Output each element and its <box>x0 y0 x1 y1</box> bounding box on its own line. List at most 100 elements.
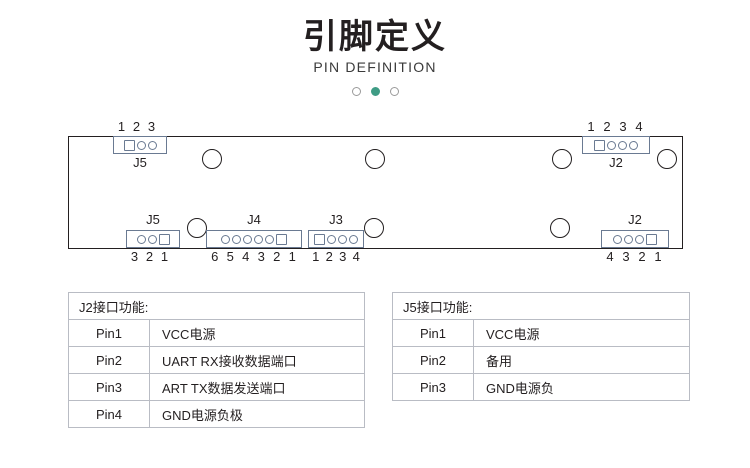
carousel-dot-3[interactable] <box>389 87 399 96</box>
mounting-hole-top-center <box>365 149 385 169</box>
mounting-hole-bottom-right <box>550 218 570 238</box>
pin-number: 6 <box>211 249 219 264</box>
connector-j4-bottom-label: J4 <box>247 212 261 227</box>
pin-number: 4 <box>606 249 614 264</box>
j2-function-table: J2接口功能: Pin1 VCC电源 Pin2 UART RX接收数据端口 Pi… <box>68 292 365 428</box>
connector-j5-top[interactable] <box>113 136 167 154</box>
connector-j2-top[interactable] <box>582 136 650 154</box>
pin-3 <box>254 234 263 244</box>
pin-5 <box>232 234 241 244</box>
mounting-hole-top-left <box>202 149 222 169</box>
pin-1-square <box>123 139 135 151</box>
table-row: Pin4 GND电源负极 <box>68 400 365 428</box>
pin-number: 3 <box>619 119 627 134</box>
pin-number: 4 <box>242 249 250 264</box>
pin-2 <box>265 234 274 244</box>
pin-2 <box>607 140 616 150</box>
mounting-hole-bottom-center <box>364 218 384 238</box>
pin-description: VCC电源 <box>149 319 365 347</box>
connector-j5-bottom[interactable] <box>126 230 180 248</box>
pin-4 <box>613 234 622 244</box>
pin-number: 2 <box>638 249 646 264</box>
pin-number: 2 <box>132 119 141 134</box>
pin-1-square <box>276 233 287 245</box>
pin-number: 1 <box>654 249 662 264</box>
j5-function-table: J5接口功能: Pin1 VCC电源 Pin2 备用 Pin3 GND电源负 <box>392 292 690 401</box>
connector-j2-top-label: J2 <box>609 155 623 170</box>
pin-3 <box>147 140 157 150</box>
table-row: Pin1 VCC电源 <box>392 319 690 347</box>
pin-description: GND电源负 <box>473 373 690 401</box>
connector-j3-bottom[interactable] <box>308 230 364 248</box>
pin-description: GND电源负极 <box>149 400 365 428</box>
j5-table-header: J5接口功能: <box>392 292 690 320</box>
connector-j3-bottom-label: J3 <box>329 212 343 227</box>
pin-6 <box>221 234 230 244</box>
pin-number: 3 <box>147 119 156 134</box>
pin-2 <box>136 140 146 150</box>
connector-j5-top-label: J5 <box>133 155 147 170</box>
table-header-row: J2接口功能: <box>68 292 365 320</box>
pin-label: Pin3 <box>68 373 150 401</box>
pin-4 <box>629 140 638 150</box>
pin-number: 5 <box>226 249 234 264</box>
pin-number: 1 <box>288 249 296 264</box>
page-title-english: PIN DEFINITION <box>313 59 437 75</box>
pin-1-square <box>594 139 605 151</box>
pin-number: 1 <box>117 119 126 134</box>
table-row: Pin3 ART TX数据发送端口 <box>68 373 365 401</box>
pin-number: 4 <box>352 249 360 264</box>
pin-description: VCC电源 <box>473 319 690 347</box>
j5-bottom-pin-numbers: 3 2 1 <box>127 250 179 264</box>
mounting-hole-top-right <box>552 149 572 169</box>
carousel-dot-1[interactable] <box>351 87 361 96</box>
pin-label: Pin2 <box>392 346 474 374</box>
j3-bottom-pin-numbers: 1 2 3 4 <box>309 250 363 264</box>
table-header-row: J5接口功能: <box>392 292 690 320</box>
pin-2 <box>327 234 336 244</box>
pin-label: Pin1 <box>392 319 474 347</box>
pin-description: ART TX数据发送端口 <box>149 373 365 401</box>
pin-description: UART RX接收数据端口 <box>149 346 365 374</box>
table-row: Pin2 备用 <box>392 346 690 374</box>
j2-table-header: J2接口功能: <box>68 292 365 320</box>
pin-number: 3 <box>257 249 265 264</box>
pin-3 <box>338 234 347 244</box>
mounting-hole-top-far-right <box>657 149 677 169</box>
pin-number: 2 <box>145 249 154 264</box>
pin-1-square <box>314 233 325 245</box>
connector-j4-bottom[interactable] <box>206 230 302 248</box>
pin-3 <box>624 234 633 244</box>
j2-top-pin-numbers: 1 2 3 4 <box>583 120 649 134</box>
pin-label: Pin2 <box>68 346 150 374</box>
pin-description: 备用 <box>473 346 690 374</box>
pin-number: 2 <box>603 119 611 134</box>
pin-number: 1 <box>587 119 595 134</box>
pin-4 <box>243 234 252 244</box>
pin-3 <box>136 234 146 244</box>
pin-label: Pin3 <box>392 373 474 401</box>
table-row: Pin2 UART RX接收数据端口 <box>68 346 365 374</box>
pin-number: 2 <box>273 249 281 264</box>
table-row: Pin1 VCC电源 <box>68 319 365 347</box>
pin-number: 3 <box>130 249 139 264</box>
pin-2 <box>635 234 644 244</box>
connector-j2-bottom-label: J2 <box>628 212 642 227</box>
j5-top-pin-numbers: 1 2 3 <box>114 120 166 134</box>
pin-number: 1 <box>160 249 169 264</box>
carousel-dot-2-active[interactable] <box>370 87 380 96</box>
pin-number: 2 <box>325 249 333 264</box>
connector-j2-bottom[interactable] <box>601 230 669 248</box>
pin-number: 1 <box>312 249 320 264</box>
pin-number: 3 <box>622 249 630 264</box>
connector-j5-bottom-label: J5 <box>146 212 160 227</box>
pin-4 <box>349 234 358 244</box>
pin-label: Pin1 <box>68 319 150 347</box>
page-title-chinese: 引脚定义 <box>303 18 447 56</box>
j4-bottom-pin-numbers: 6 5 4 3 2 1 <box>207 250 301 264</box>
pin-number: 4 <box>635 119 643 134</box>
table-row: Pin3 GND电源负 <box>392 373 690 401</box>
carousel-dots <box>0 87 750 96</box>
j2-bottom-pin-numbers: 4 3 2 1 <box>602 250 668 264</box>
